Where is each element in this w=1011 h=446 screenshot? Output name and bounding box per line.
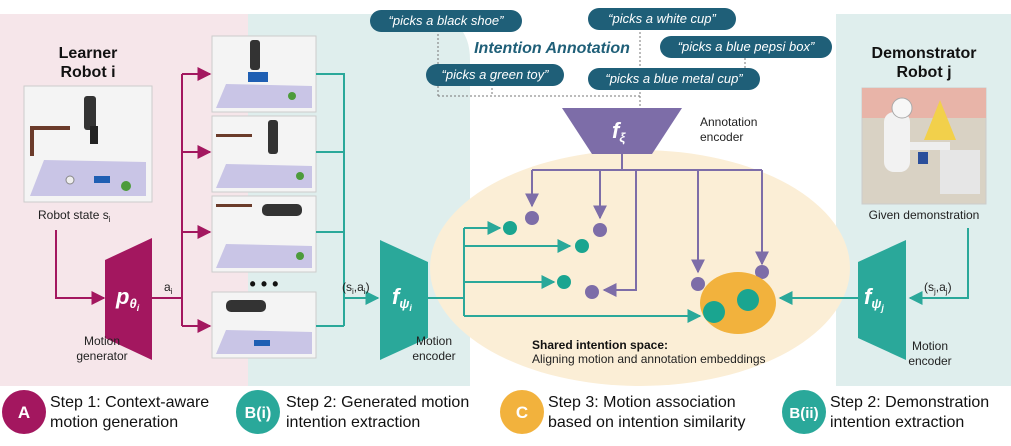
annotation-pill-3-text: “picks a blue pepsi box” [678, 39, 815, 54]
annotation-embedding-dot [525, 211, 539, 225]
annotation-embedding-dot [755, 265, 769, 279]
demonstrator-title: Demonstrator [872, 45, 977, 62]
step-b-ii-line-1: Step 2: Demonstration [830, 394, 989, 411]
ellipsis: • • • [250, 274, 279, 294]
motion-generator-symbol: pθi [115, 284, 140, 313]
motion-encoder-i-pair: (si,ai) [342, 280, 370, 296]
generated-frame-2 [211, 115, 317, 193]
step-b-ii-badge-text: B(ii) [789, 405, 818, 422]
annotation-pill-2-text: “picks a white cup” [608, 11, 716, 26]
annotation-arrow-3 [602, 170, 637, 297]
robot-state-label: Robot state si [38, 208, 111, 224]
step-b-ii-line-2: intention extraction [830, 414, 964, 431]
step-a: A Step 1: Context-aware motion generatio… [2, 390, 209, 434]
annotation-pill-2 [588, 8, 736, 30]
step-a-badge-text: A [18, 403, 30, 422]
motion-generator-block [105, 238, 152, 360]
step-a-line-1: Step 1: Context-aware [50, 394, 209, 411]
demonstration-label: Given demonstration [869, 208, 980, 222]
motion-encoder-j-label-1: Motion [912, 339, 948, 353]
demonstrator-subtitle: Robot j [896, 64, 951, 81]
step-c-line-2: based on intention similarity [548, 414, 745, 431]
annotation-encoder-label-1: Annotation [700, 115, 757, 129]
arrow-frames-to-encoder-i [316, 73, 378, 327]
annotation-pill-5 [588, 68, 760, 90]
intention-annotation-title: Intention Annotation [474, 40, 630, 57]
annotation-embedding-dot [593, 223, 607, 237]
arrow-generator-fanout [152, 74, 183, 326]
motion-embedding-dot [737, 289, 759, 311]
motion-fanout-line [428, 228, 465, 316]
motion-generator-label-2: generator [76, 349, 127, 363]
generated-frame-4 [211, 291, 317, 359]
generated-frame-3 [211, 195, 317, 273]
motion-embedding-dot [575, 239, 589, 253]
motion-embedding-dot [503, 221, 517, 235]
step-b-i-line-1: Step 2: Generated motion [286, 394, 469, 411]
annotation-pill-4 [426, 64, 564, 86]
annotation-pill-5-text: “picks a blue metal cup” [605, 71, 743, 86]
motion-encoder-j-pair: (sj,aj) [924, 280, 952, 296]
step-c-badge-text: C [516, 403, 528, 422]
annotation-pill-1-text: “picks a black shoe” [389, 13, 505, 28]
motion-encoder-i-label-2: encoder [412, 349, 455, 363]
shared-space-subtitle: Aligning motion and annotation embedding… [532, 352, 766, 366]
step-b-ii: B(ii) Step 2: Demonstration intention ex… [782, 390, 989, 434]
learner-robot-image [23, 85, 153, 203]
motion-encoder-j-symbol: fψj [864, 284, 884, 313]
step-c: C Step 3: Motion association based on in… [500, 390, 745, 434]
motion-encoder-i-label-1: Motion [416, 334, 452, 348]
step-c-badge [500, 390, 544, 434]
step-b-i-badge [236, 390, 280, 434]
step-b-i-line-2: intention extraction [286, 414, 420, 431]
arrow-state-to-generator [55, 230, 106, 305]
action-label: ai [164, 280, 173, 296]
motion-encoder-j-label-2: encoder [908, 354, 951, 368]
arrow-demo-to-encoder-j [908, 228, 969, 305]
motion-encoder-i-symbol: fψi [392, 284, 412, 313]
step-c-line-1: Step 3: Motion association [548, 394, 736, 411]
motion-encoder-j-block [858, 240, 906, 360]
step-a-badge [2, 390, 46, 434]
step-b-i-badge-text: B(i) [245, 405, 272, 422]
annotation-pill-4-text: “picks a green toy” [442, 67, 550, 82]
annotation-encoder-block [562, 108, 682, 154]
learner-title: Learner [59, 45, 118, 62]
step-a-line-2: motion generation [50, 414, 178, 431]
step-b-ii-badge [782, 390, 826, 434]
shared-space-title: Shared intention space: [532, 338, 668, 352]
motion-embedding-dot [703, 301, 725, 323]
motion-generator-label-1: Motion [84, 334, 120, 348]
generated-frame-1 [211, 35, 317, 113]
annotation-encoder-label-2: encoder [700, 130, 743, 144]
motion-embedding-dot [557, 275, 571, 289]
learner-subtitle: Robot i [60, 64, 115, 81]
annotation-embedding-dot [585, 285, 599, 299]
annotation-pill-1 [370, 10, 522, 32]
annotation-encoder-symbol: fξ [612, 118, 626, 145]
demonstration-image [861, 87, 987, 205]
annotation-fanout-line [532, 154, 762, 171]
annotation-pill-3 [660, 36, 832, 58]
motion-encoder-i-block [380, 240, 428, 360]
step-b-i: B(i) Step 2: Generated motion intention … [236, 390, 469, 434]
annotation-embedding-dot [691, 277, 705, 291]
